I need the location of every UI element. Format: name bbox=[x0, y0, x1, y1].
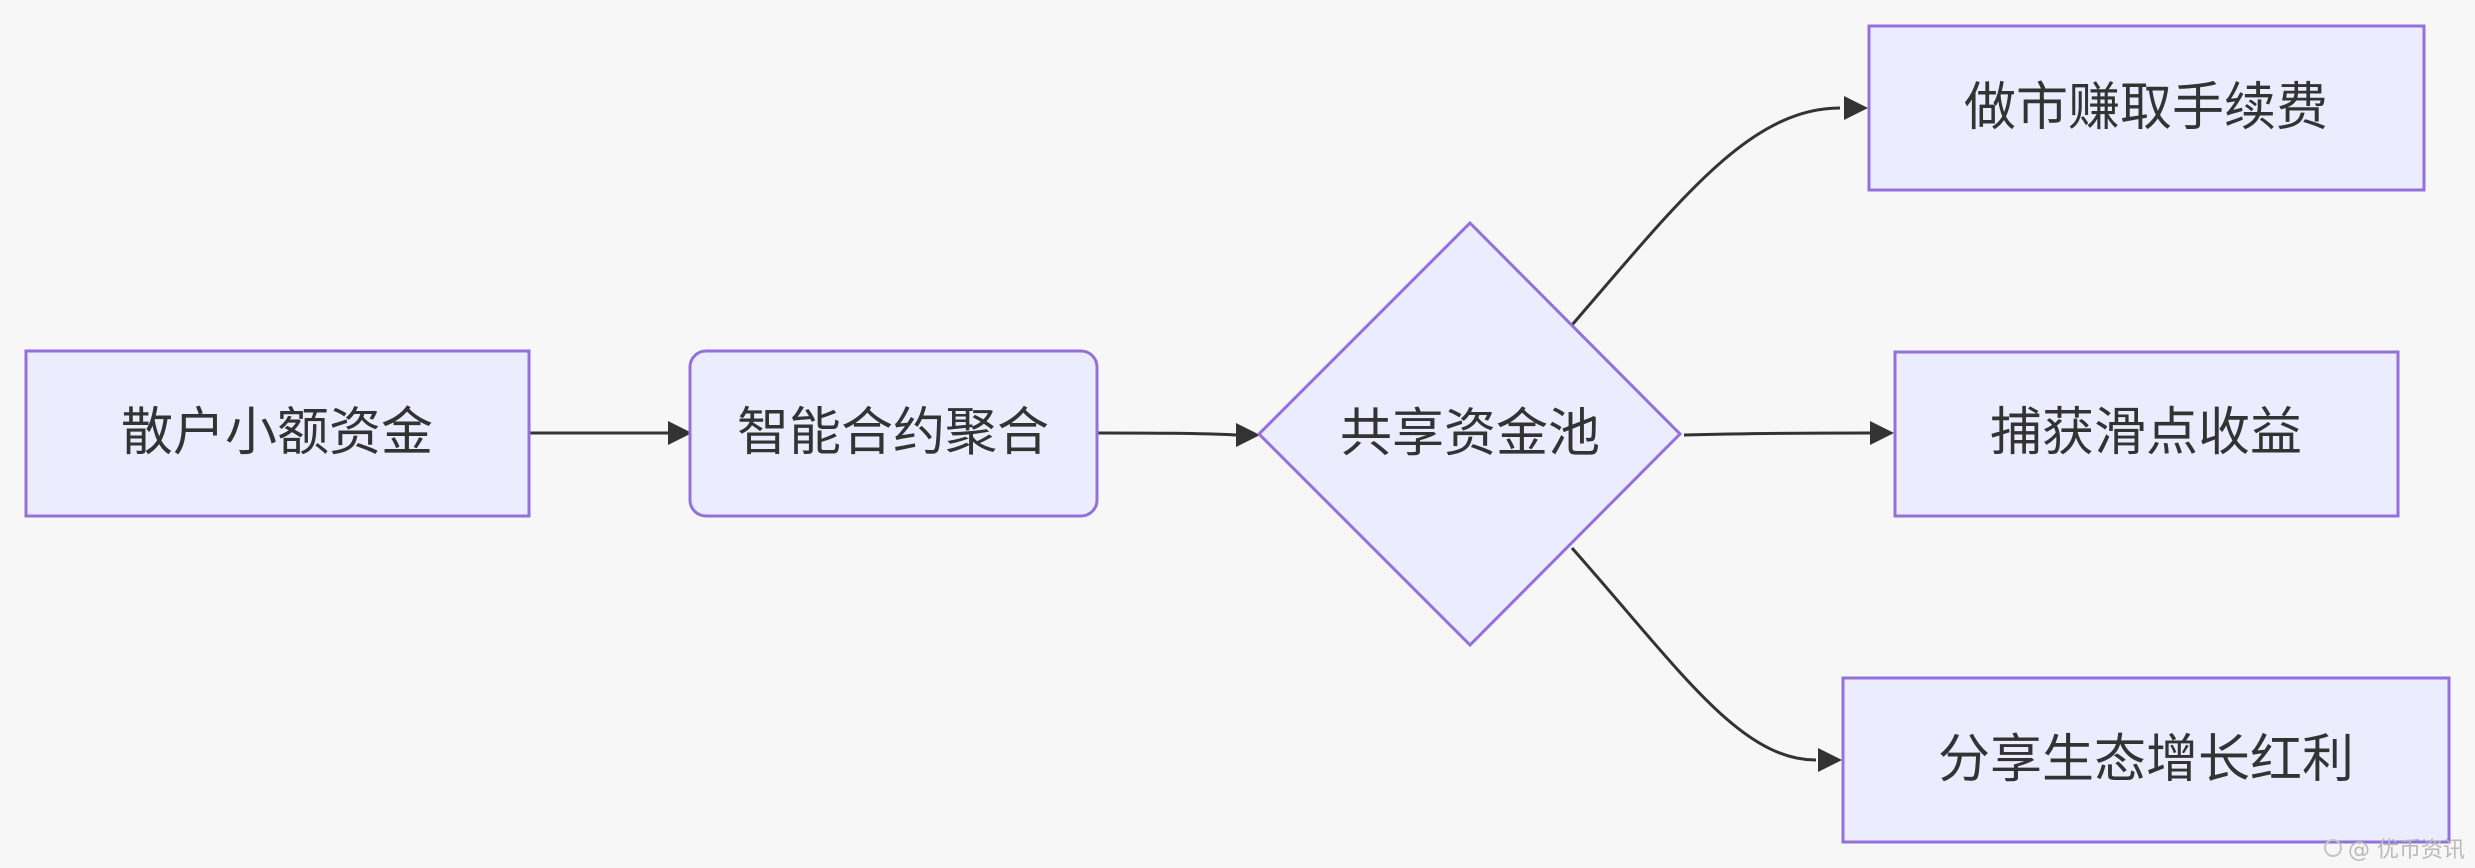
edge-pool-to-slippage bbox=[1683, 431, 1871, 437]
edge-aggregation-to-pool bbox=[1097, 431, 1237, 437]
node-market-making-label: 做市赚取手续费 bbox=[1964, 78, 2328, 138]
logo-icon bbox=[2324, 839, 2342, 857]
node-ecosystem-dividend-box bbox=[1841, 676, 2451, 844]
node-ecosystem-dividend-label: 分享生态增长红利 bbox=[1938, 730, 2354, 790]
node-contract-aggregation-box bbox=[688, 349, 1099, 518]
node-ecosystem-dividend[interactable]: 分享生态增长红利 bbox=[1841, 676, 2451, 844]
arrowhead-market-making bbox=[1844, 96, 1868, 120]
arrowhead-pool bbox=[1236, 423, 1260, 447]
node-slippage-capture-box bbox=[1893, 350, 2400, 518]
node-shared-pool-label: 共享资金池 bbox=[1340, 404, 1600, 464]
node-retail-funds-label: 散户小额资金 bbox=[121, 403, 433, 463]
arrowhead-slippage bbox=[1870, 421, 1894, 445]
watermark-text: @ 优币资讯 bbox=[2348, 838, 2465, 863]
node-retail-funds-box bbox=[24, 349, 531, 518]
edges bbox=[530, 96, 1894, 772]
node-shared-pool-diamond bbox=[1256, 220, 1683, 648]
node-market-making[interactable]: 做市赚取手续费 bbox=[1867, 24, 2426, 192]
node-market-making-box bbox=[1867, 24, 2426, 192]
node-contract-aggregation[interactable]: 智能合约聚合 bbox=[688, 349, 1099, 518]
arrowhead-aggregation bbox=[668, 421, 692, 445]
node-slippage-capture[interactable]: 捕获滑点收益 bbox=[1893, 350, 2400, 518]
edge-pool-to-market-making bbox=[1570, 106, 1841, 326]
edge-pool-to-ecosystem bbox=[1570, 547, 1817, 762]
node-retail-funds[interactable]: 散户小额资金 bbox=[24, 349, 531, 518]
node-shared-pool[interactable]: 共享资金池 bbox=[1256, 220, 1683, 648]
watermark: @ 优币资讯 bbox=[2324, 832, 2465, 864]
arrowhead-ecosystem bbox=[1818, 748, 1842, 772]
node-contract-aggregation-label: 智能合约聚合 bbox=[737, 403, 1049, 463]
node-slippage-capture-label: 捕获滑点收益 bbox=[1990, 403, 2302, 463]
